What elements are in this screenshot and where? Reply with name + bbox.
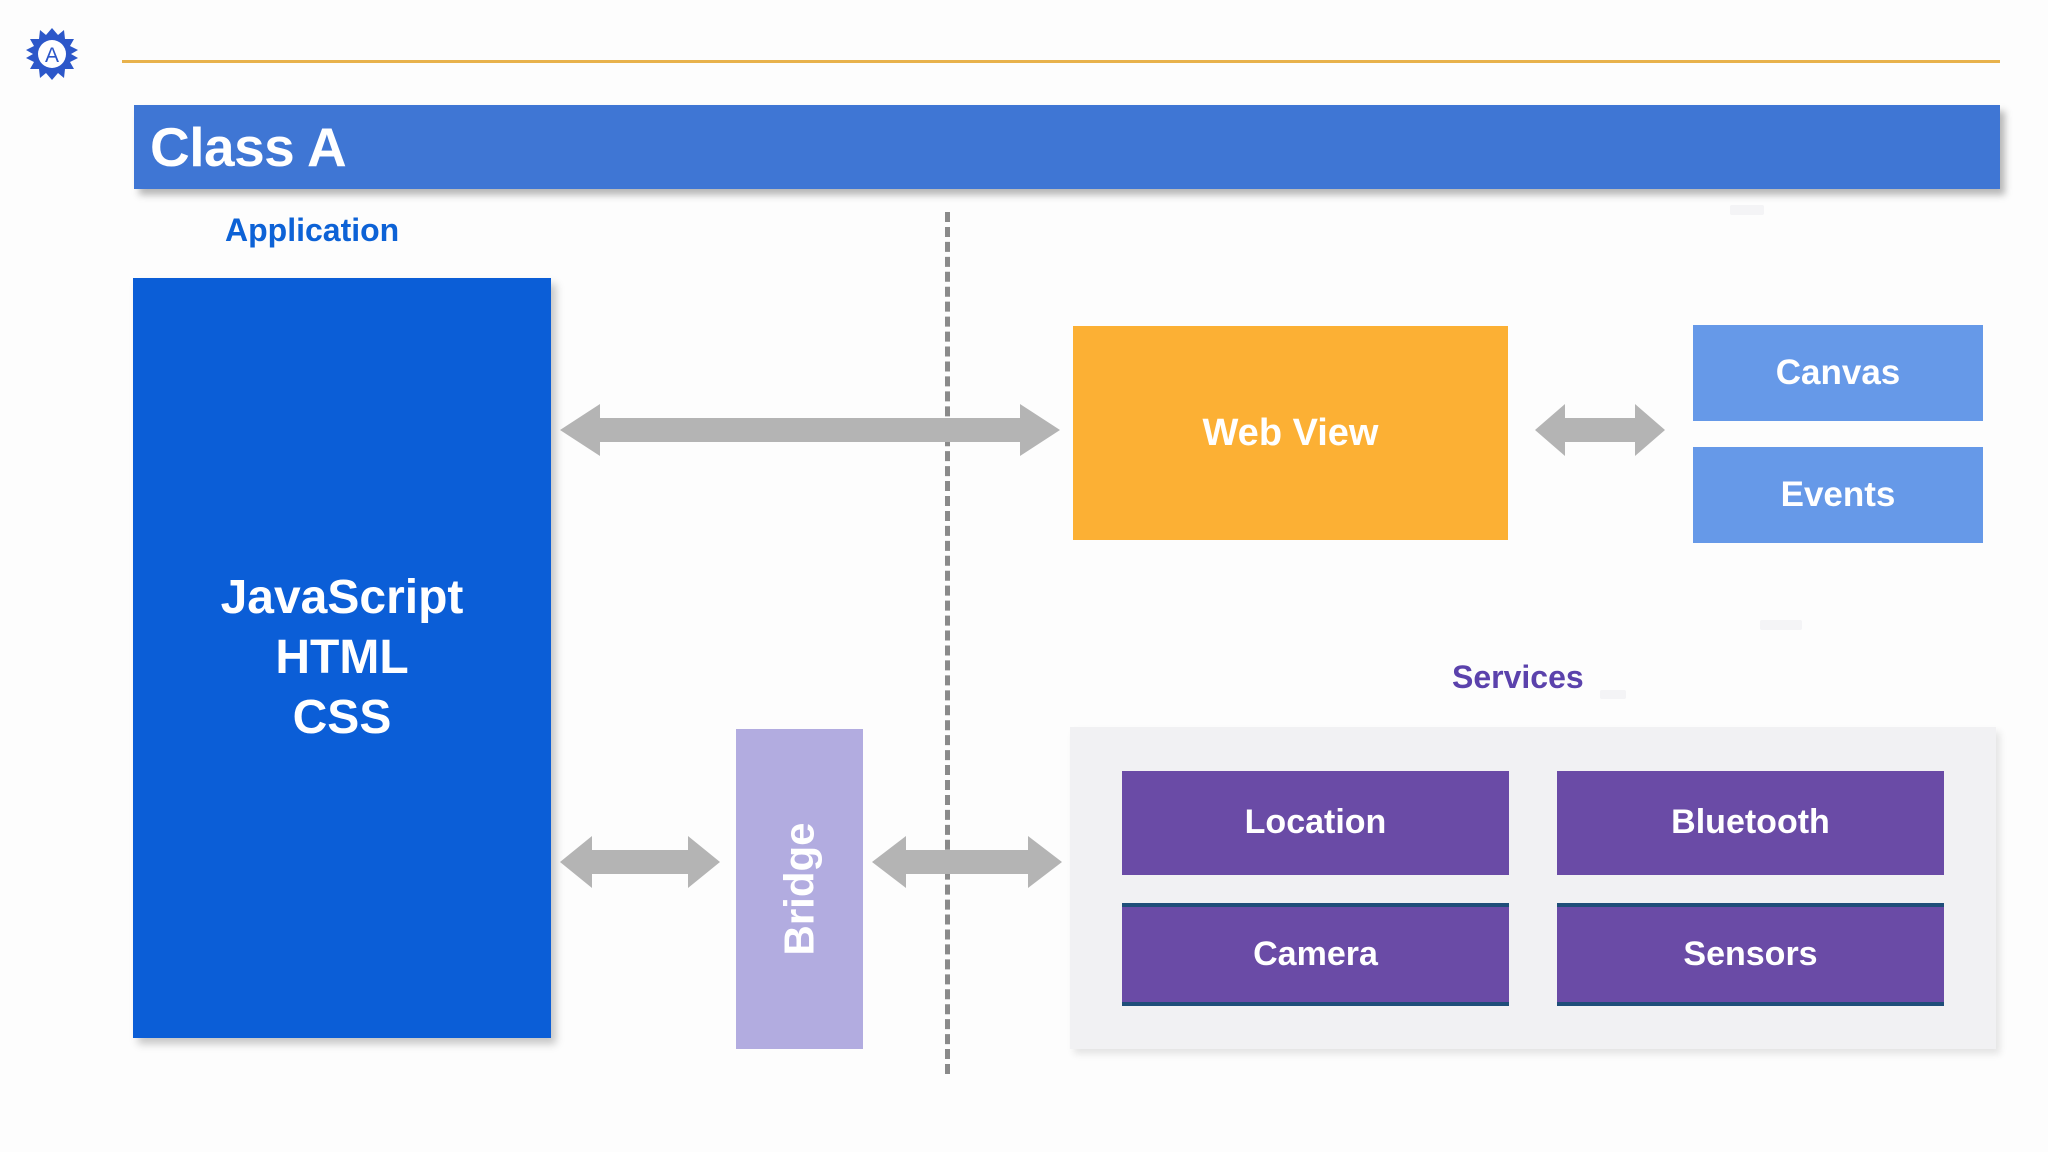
services-panel: Location Bluetooth Camera Sensors — [1070, 727, 1996, 1049]
service-label-location: Location — [1244, 803, 1387, 842]
webview-capability-canvas: Canvas — [1693, 325, 1983, 421]
service-box-bluetooth: Bluetooth — [1557, 771, 1944, 875]
webview-block: Web View — [1073, 326, 1508, 540]
caption-services: Services — [1452, 659, 1584, 695]
page-title: Class A — [150, 115, 347, 178]
arrow-bridge-to-services — [872, 832, 1062, 892]
app-stack-line-javascript: JavaScript — [220, 571, 464, 624]
webview-capability-events: Events — [1693, 447, 1983, 543]
service-label-bluetooth: Bluetooth — [1671, 803, 1830, 842]
canvas-label: Canvas — [1775, 353, 1901, 392]
webview-label: Web View — [1202, 411, 1379, 454]
svg-text:A: A — [45, 44, 59, 67]
service-box-camera: Camera — [1122, 902, 1509, 1006]
accent-rule — [122, 60, 2000, 63]
services-grid: Location Bluetooth Camera Sensors — [1122, 771, 1944, 1006]
service-label-sensors: Sensors — [1683, 934, 1818, 973]
app-stack-line-css: CSS — [292, 691, 392, 744]
decor-speckle — [1730, 205, 1764, 215]
arrow-webview-to-capabilities — [1535, 400, 1665, 460]
caption-application: Application — [225, 212, 400, 248]
service-label-camera: Camera — [1253, 934, 1378, 973]
service-box-location: Location — [1122, 771, 1509, 875]
decor-speckle — [1760, 620, 1802, 630]
slide-title-bar: Class A — [134, 105, 2000, 189]
client-native-divider — [945, 212, 950, 1074]
bridge-label: Bridge — [775, 822, 823, 956]
application-block: JavaScript HTML CSS — [133, 278, 551, 1038]
app-stack-line-html: HTML — [275, 631, 409, 684]
arrow-application-to-bridge — [560, 832, 720, 892]
arrow-application-to-webview — [560, 400, 1060, 460]
slide-logo: A — [24, 26, 80, 82]
bridge-block: Bridge — [736, 729, 863, 1049]
events-label: Events — [1780, 475, 1896, 514]
service-box-sensors: Sensors — [1557, 902, 1944, 1006]
decor-speckle — [1600, 690, 1626, 699]
